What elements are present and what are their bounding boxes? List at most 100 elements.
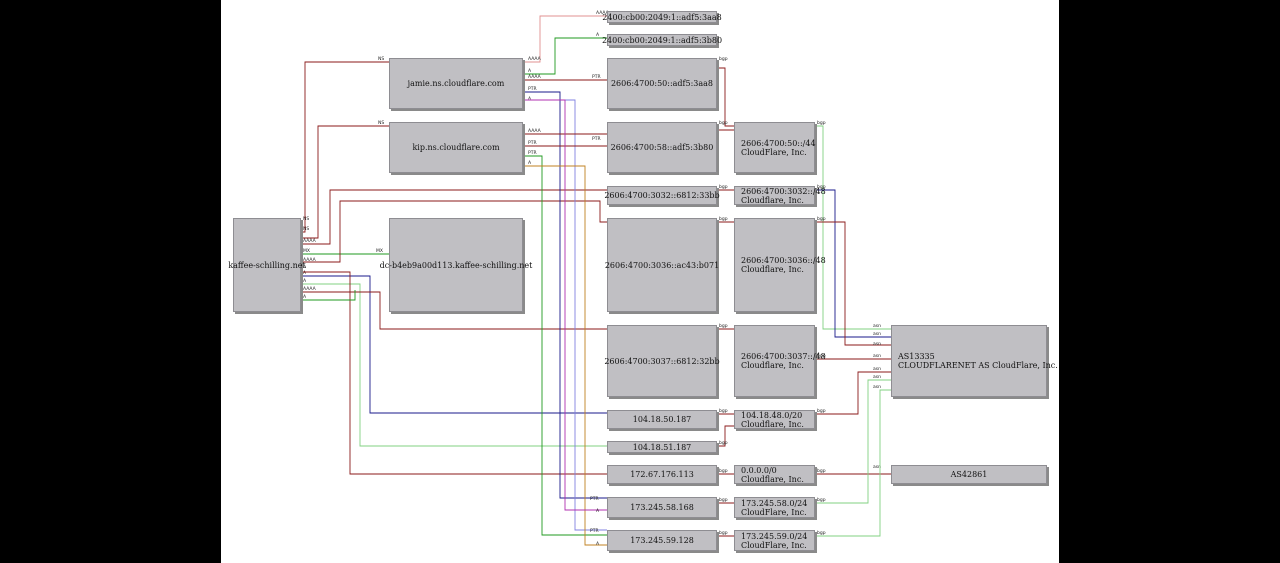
node-ipv6-3[interactable]: 2606:4700:50::adf5:3aa8 xyxy=(607,58,717,109)
edge-label: PTR xyxy=(528,150,537,156)
edge-jamie-v4-4 xyxy=(523,91,607,499)
node-kip-ns[interactable]: kip.ns.cloudflare.com xyxy=(389,122,523,173)
edge-label: PTR xyxy=(592,136,601,142)
as-org: CLOUDFLARENET AS CloudFlare, Inc. xyxy=(898,361,1058,370)
node-label: 173.245.58.168 xyxy=(630,503,694,512)
node-ipv4-1[interactable]: 104.18.50.187 xyxy=(607,410,717,429)
node-ipv6-7[interactable]: 2606:4700:3037::6812:32bb xyxy=(604,325,720,397)
prefix-org: Cloudflare, Inc. xyxy=(741,419,804,429)
prefix-label: 2606:4700:3032::/48 xyxy=(741,186,826,196)
edge-a-misc xyxy=(301,290,356,301)
node-ipv4-4[interactable]: 173.245.58.168 xyxy=(607,497,717,518)
node-label: 2606:4700:58::adf5:3b80 xyxy=(610,143,714,152)
edge-label: NS xyxy=(303,216,309,222)
edge-aaaa-v6-6 xyxy=(301,200,607,263)
prefix-label: 2606:4700:50::/44 xyxy=(741,138,816,148)
edge-label: A xyxy=(303,264,307,270)
node-dc-host[interactable]: dc-b4eb9a00d113.kaffee-schilling.net xyxy=(380,218,532,312)
edge-jamie-v4-4b xyxy=(523,99,607,511)
edge-label: bgp xyxy=(719,216,728,222)
edge-label: bgp xyxy=(817,216,826,222)
edge-label: bgp xyxy=(719,530,728,536)
node-label: 172.67.176.113 xyxy=(630,470,694,479)
node-ipv6-1[interactable]: 2400:cb00:2049:1::adf5:3aa8 xyxy=(602,11,722,23)
prefix-org: Cloudflare, Inc. xyxy=(741,474,804,484)
edge-label: A xyxy=(528,160,532,166)
edge-label: AAAA xyxy=(303,286,317,292)
prefix-org: Cloudflare, Inc. xyxy=(741,195,804,205)
node-as42861[interactable]: AS42861 xyxy=(891,465,1047,484)
edge-label: A xyxy=(596,32,600,38)
edge-label: A xyxy=(528,68,532,74)
edge-label: AAAA xyxy=(303,257,317,263)
edge-label: bgp xyxy=(817,530,826,536)
edge-label: asn xyxy=(873,324,881,329)
edge-a-v4-1 xyxy=(301,275,607,414)
node-jamie-ns[interactable]: jamie.ns.cloudflare.com xyxy=(389,58,523,109)
edge-jamie-v6-2 xyxy=(523,37,607,75)
edge-ns-kip xyxy=(301,125,389,239)
edge-label: asn xyxy=(873,375,881,380)
node-label: dc-b4eb9a00d113.kaffee-schilling.net xyxy=(379,260,533,270)
edge-label: A xyxy=(596,508,600,514)
prefix-label: 0.0.0.0/0 xyxy=(741,465,777,475)
node-label: kaffee-schilling.net xyxy=(228,260,306,270)
edge-asn-p1 xyxy=(815,125,891,330)
edge-asn-p5 xyxy=(815,371,891,415)
edge-label: A xyxy=(596,541,600,547)
node-ipv4-3[interactable]: 172.67.176.113 xyxy=(607,465,717,484)
prefix-label: 2606:4700:3037::/48 xyxy=(741,352,826,361)
edge-label: PTR xyxy=(528,140,537,146)
prefix-label: 173.245.58.0/24 xyxy=(741,498,808,508)
node-kaffee-schilling[interactable]: kaffee-schilling.net xyxy=(228,218,306,312)
node-ipv6-5[interactable]: 2606:4700:3032::6812:33bb xyxy=(604,186,720,205)
edge-label: A xyxy=(528,96,532,102)
edge-label: A xyxy=(303,278,307,284)
edge-label: NS xyxy=(378,56,384,62)
edge-a-v4-3 xyxy=(301,271,607,475)
prefix-org: Cloudflare, Inc. xyxy=(741,361,804,370)
edge-bgp-v6-3 xyxy=(717,67,734,127)
edge-label: bgp xyxy=(817,184,826,190)
edge-asn-p7 xyxy=(815,379,891,504)
node-ipv6-4[interactable]: 2606:4700:58::adf5:3b80 xyxy=(607,122,717,173)
node-label: 2606:4700:3037::6812:32bb xyxy=(604,356,720,366)
edge-label: bgp xyxy=(719,120,728,126)
edge-bgp-v4-2 xyxy=(717,425,734,447)
edge-asn-p2 xyxy=(815,189,891,338)
node-label: kip.ns.cloudflare.com xyxy=(412,143,500,152)
node-ipv4-2[interactable]: 104.18.51.187 xyxy=(607,441,717,453)
edge-label: NS xyxy=(303,226,309,232)
node-ipv6-6[interactable]: 2606:4700:3036::ac43:b071 xyxy=(604,218,720,312)
node-label: 173.245.59.128 xyxy=(630,536,694,545)
edge-label: PTR xyxy=(592,74,601,80)
edge-label: AAAA xyxy=(303,238,317,244)
edge-a-v4-2 xyxy=(301,283,607,447)
edge-label: bgp xyxy=(719,56,728,62)
edge-label: A xyxy=(303,294,307,300)
edge-kip-v4-5 xyxy=(523,155,607,536)
prefix-label: 2606:4700:3036::/48 xyxy=(741,256,826,265)
edge-ns-jamie xyxy=(301,61,389,233)
prefix-org: CloudFlare, Inc. xyxy=(741,540,807,550)
edge-label: bgp xyxy=(719,468,728,474)
node-ipv4-5[interactable]: 173.245.59.128 xyxy=(607,530,717,551)
edge-asn-p8 xyxy=(815,389,891,537)
node-label: 2606:4700:3036::ac43:b071 xyxy=(604,260,720,270)
edge-jamie-v6-1 xyxy=(523,15,607,63)
edge-label: PTR xyxy=(590,528,599,534)
edge-label: PTR xyxy=(590,496,599,502)
node-ipv6-2[interactable]: 2400:cb00:2049:1::adf5:3b80 xyxy=(602,34,722,46)
edge-label: bgp xyxy=(719,323,728,329)
edge-label: PTR xyxy=(528,86,537,92)
